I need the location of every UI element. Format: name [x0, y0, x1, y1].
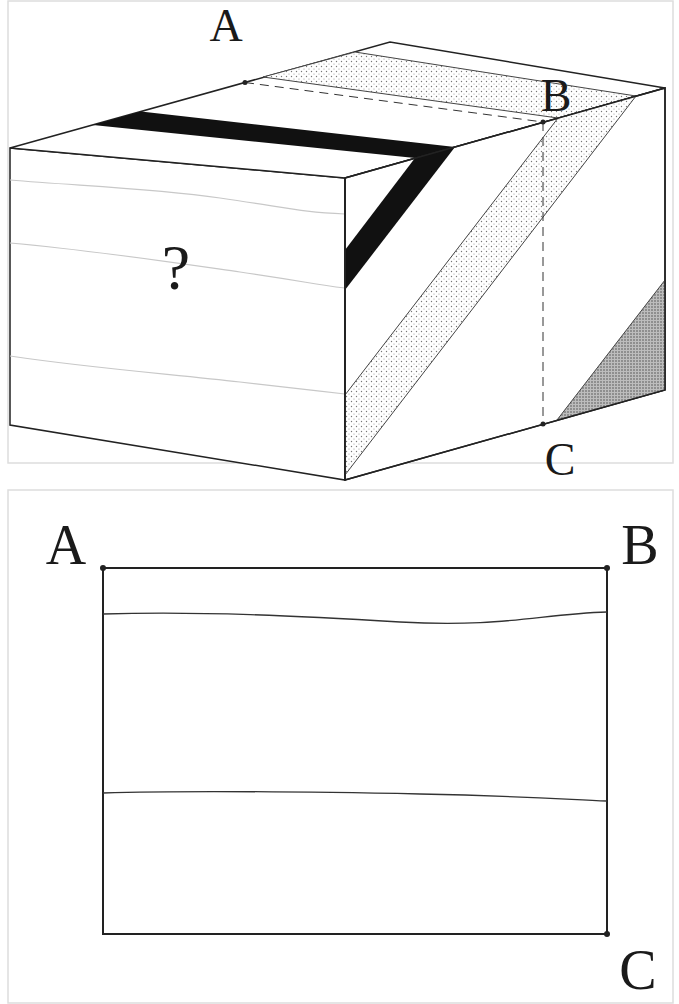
point-marker: [604, 931, 610, 937]
right-face-outline: [345, 88, 665, 480]
point-label: C: [619, 942, 656, 998]
sand-layer-top: [263, 52, 636, 118]
dark-layer-side: [345, 147, 455, 290]
point-label: A: [209, 3, 242, 49]
point-label: B: [621, 517, 658, 573]
unknown-mark: ?: [162, 236, 190, 300]
point-marker: [243, 80, 248, 85]
right-face: [345, 88, 665, 480]
point-marker: [541, 422, 546, 427]
bedding-line: [10, 356, 345, 394]
cross-section-frame: [103, 568, 607, 934]
panel-frame: [8, 490, 673, 1003]
bedding-line: [10, 180, 345, 214]
dark-layer-top: [93, 112, 455, 159]
layer-boundary: [103, 612, 607, 623]
section-line: [245, 83, 543, 123]
point-marker: [604, 565, 610, 571]
section-line: [543, 122, 544, 424]
sand-layer-side: [345, 96, 636, 475]
point-label: C: [545, 437, 576, 483]
block-edge: [344, 178, 346, 480]
point-label: A: [46, 517, 86, 573]
sand-layer-corner: [557, 280, 665, 420]
front-face: [10, 148, 345, 480]
layer-boundary: [103, 791, 607, 801]
point-label: B: [541, 73, 572, 119]
point-marker: [541, 120, 546, 125]
point-marker: [100, 565, 106, 571]
